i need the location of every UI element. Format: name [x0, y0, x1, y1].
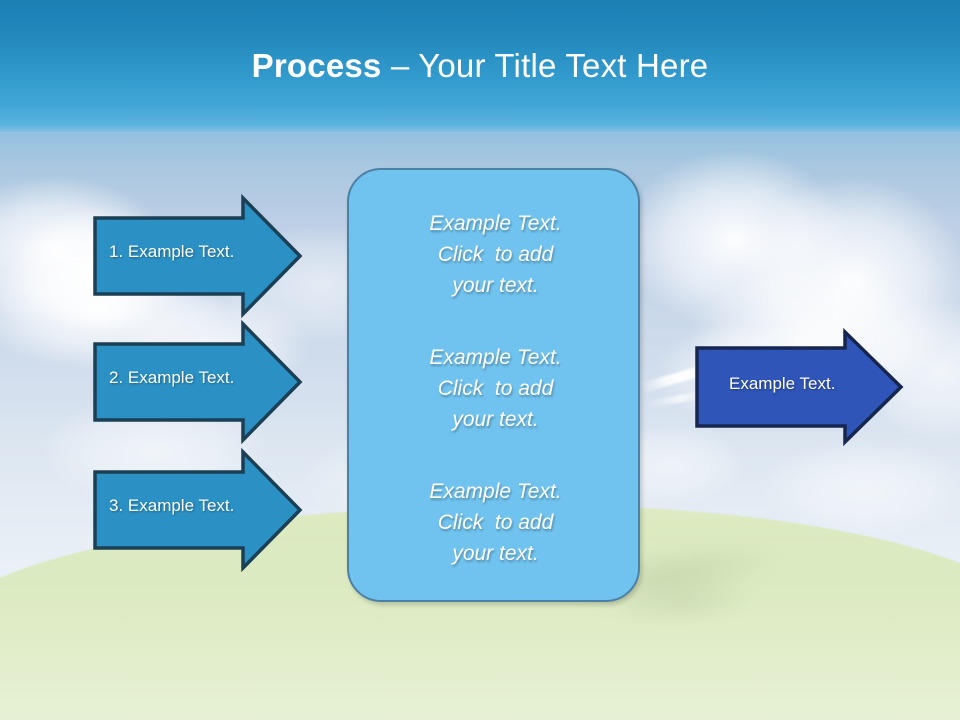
step-arrow-2[interactable]: 2. Example Text.	[93, 319, 303, 445]
step-arrow-3[interactable]: 3. Example Text.	[93, 447, 303, 573]
arrow-right-icon	[93, 193, 303, 319]
panel-text-line: Example Text.	[429, 346, 562, 369]
page-title: Process – Your Title Text Here	[0, 46, 960, 86]
arrow-right-icon	[93, 447, 303, 573]
page-title-rest: – Your Title Text Here	[381, 47, 709, 84]
centre-panel-body: Example Text. Click to add your text. Ex…	[349, 208, 642, 569]
panel-text-line: Click to add	[437, 243, 554, 266]
step-arrow-1[interactable]: 1. Example Text.	[93, 193, 303, 319]
panel-text-line: Click to add	[437, 511, 554, 534]
title-banner	[0, 0, 960, 132]
panel-text-block-1[interactable]: Example Text. Click to add your text.	[349, 208, 642, 301]
panel-text-block-3[interactable]: Example Text. Click to add your text.	[349, 476, 642, 569]
panel-text-line: your text.	[452, 274, 539, 297]
page-title-bold: Process	[251, 47, 382, 84]
panel-text-block-2[interactable]: Example Text. Click to add your text.	[349, 342, 642, 435]
centre-content-panel[interactable]: Example Text. Click to add your text. Ex…	[347, 168, 640, 602]
panel-text-line: Example Text.	[429, 212, 562, 235]
panel-text-line: your text.	[452, 542, 539, 565]
arrow-right-icon	[695, 327, 904, 447]
arrow-right-icon	[93, 319, 303, 445]
cloud-shape	[760, 440, 960, 535]
panel-text-line: Example Text.	[429, 480, 562, 503]
result-arrow[interactable]: Example Text.	[695, 327, 905, 447]
panel-text-line: Click to add	[437, 377, 554, 400]
panel-text-line: your text.	[452, 408, 539, 431]
